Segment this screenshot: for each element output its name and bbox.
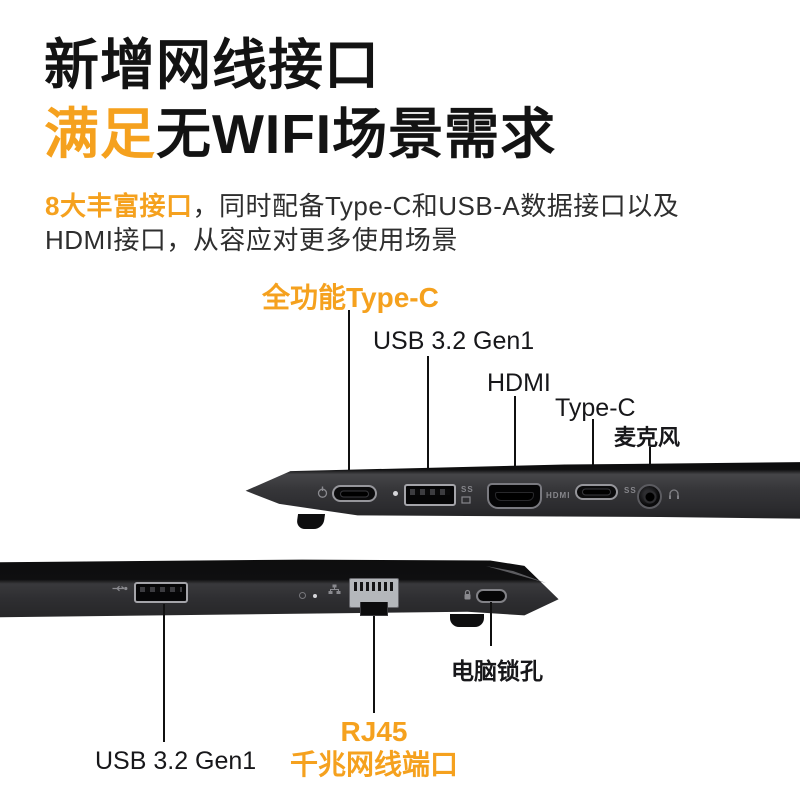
rj45-label-line2: 千兆网线端口 bbox=[289, 749, 458, 780]
title-highlight: 满足 bbox=[44, 103, 157, 165]
usb-a-port-top bbox=[404, 484, 456, 506]
description-line1: ，同时配备Type-C和USB-A数据接口以及 bbox=[192, 191, 680, 221]
rj45-ethernet-port bbox=[349, 578, 399, 616]
lock-icon bbox=[464, 589, 471, 600]
reset-hole bbox=[299, 592, 306, 599]
usb-ss-speed-icon: SS bbox=[461, 485, 474, 494]
led-dot bbox=[313, 594, 317, 598]
callout-label-hdmi: HDMI bbox=[487, 369, 551, 397]
page-title-line2: 满足无WIFI场景需求 bbox=[44, 102, 556, 166]
rj45-pins bbox=[353, 582, 395, 591]
callout-line-full-function-typec bbox=[348, 310, 350, 488]
description: 8大丰富接口，同时配备Type-C和USB-A数据接口以及 HDMI接口，从容应… bbox=[45, 189, 785, 257]
hdmi-port-marking: HDMI bbox=[546, 491, 571, 500]
callout-label-lock: 电脑锁孔 bbox=[451, 658, 543, 684]
callout-line-usb-top bbox=[427, 356, 429, 487]
laptop-chassis bbox=[0, 559, 559, 618]
usb-a-port-bottom bbox=[134, 582, 188, 603]
callout-label-full-function-typec: 全功能Type-C bbox=[262, 282, 439, 313]
callout-line-rj45 bbox=[373, 616, 375, 713]
laptop-rubber-foot bbox=[295, 514, 326, 529]
hdmi-port bbox=[487, 483, 542, 509]
callout-label-rj45: RJ45 千兆网线端口 bbox=[250, 715, 498, 781]
description-highlight: 8大丰富接口 bbox=[45, 191, 193, 221]
always-on-usb-icon bbox=[461, 496, 471, 504]
audio-jack-port bbox=[637, 484, 662, 509]
kensington-lock-slot bbox=[476, 589, 507, 603]
usb-c-port bbox=[575, 484, 618, 500]
callout-line-lock bbox=[490, 602, 492, 646]
page-title-line1: 新增网线接口 bbox=[44, 34, 381, 96]
callout-label-typec: Type-C bbox=[555, 394, 636, 422]
description-line2: HDMI接口，从容应对更多使用场景 bbox=[45, 225, 458, 255]
callout-label-microphone: 麦克风 bbox=[614, 425, 681, 450]
laptop-rubber-foot bbox=[450, 614, 484, 627]
callout-label-usb-bottom: USB 3.2 Gen1 bbox=[95, 747, 257, 775]
headset-icon bbox=[669, 489, 679, 499]
rj45-clip-tab bbox=[360, 602, 388, 616]
rj45-label-line1: RJ45 bbox=[340, 716, 408, 747]
led-indicator bbox=[393, 491, 398, 496]
callout-label-usb-top: USB 3.2 Gen1 bbox=[373, 327, 535, 355]
callout-line-hdmi bbox=[514, 396, 516, 486]
laptop-right-side-view: SS HDMI SS bbox=[240, 458, 800, 540]
title-rest: 无WIFI场景需求 bbox=[156, 103, 557, 165]
laptop-left-side-view bbox=[0, 556, 570, 646]
callout-line-typec bbox=[592, 419, 594, 483]
usb-c-speed-icon: SS bbox=[624, 486, 637, 495]
ethernet-icon bbox=[328, 584, 341, 594]
power-icon bbox=[317, 486, 328, 498]
callout-line-usb-bottom bbox=[163, 604, 165, 742]
usb-icon bbox=[112, 585, 128, 592]
usb-c-port-full-function bbox=[332, 485, 377, 502]
